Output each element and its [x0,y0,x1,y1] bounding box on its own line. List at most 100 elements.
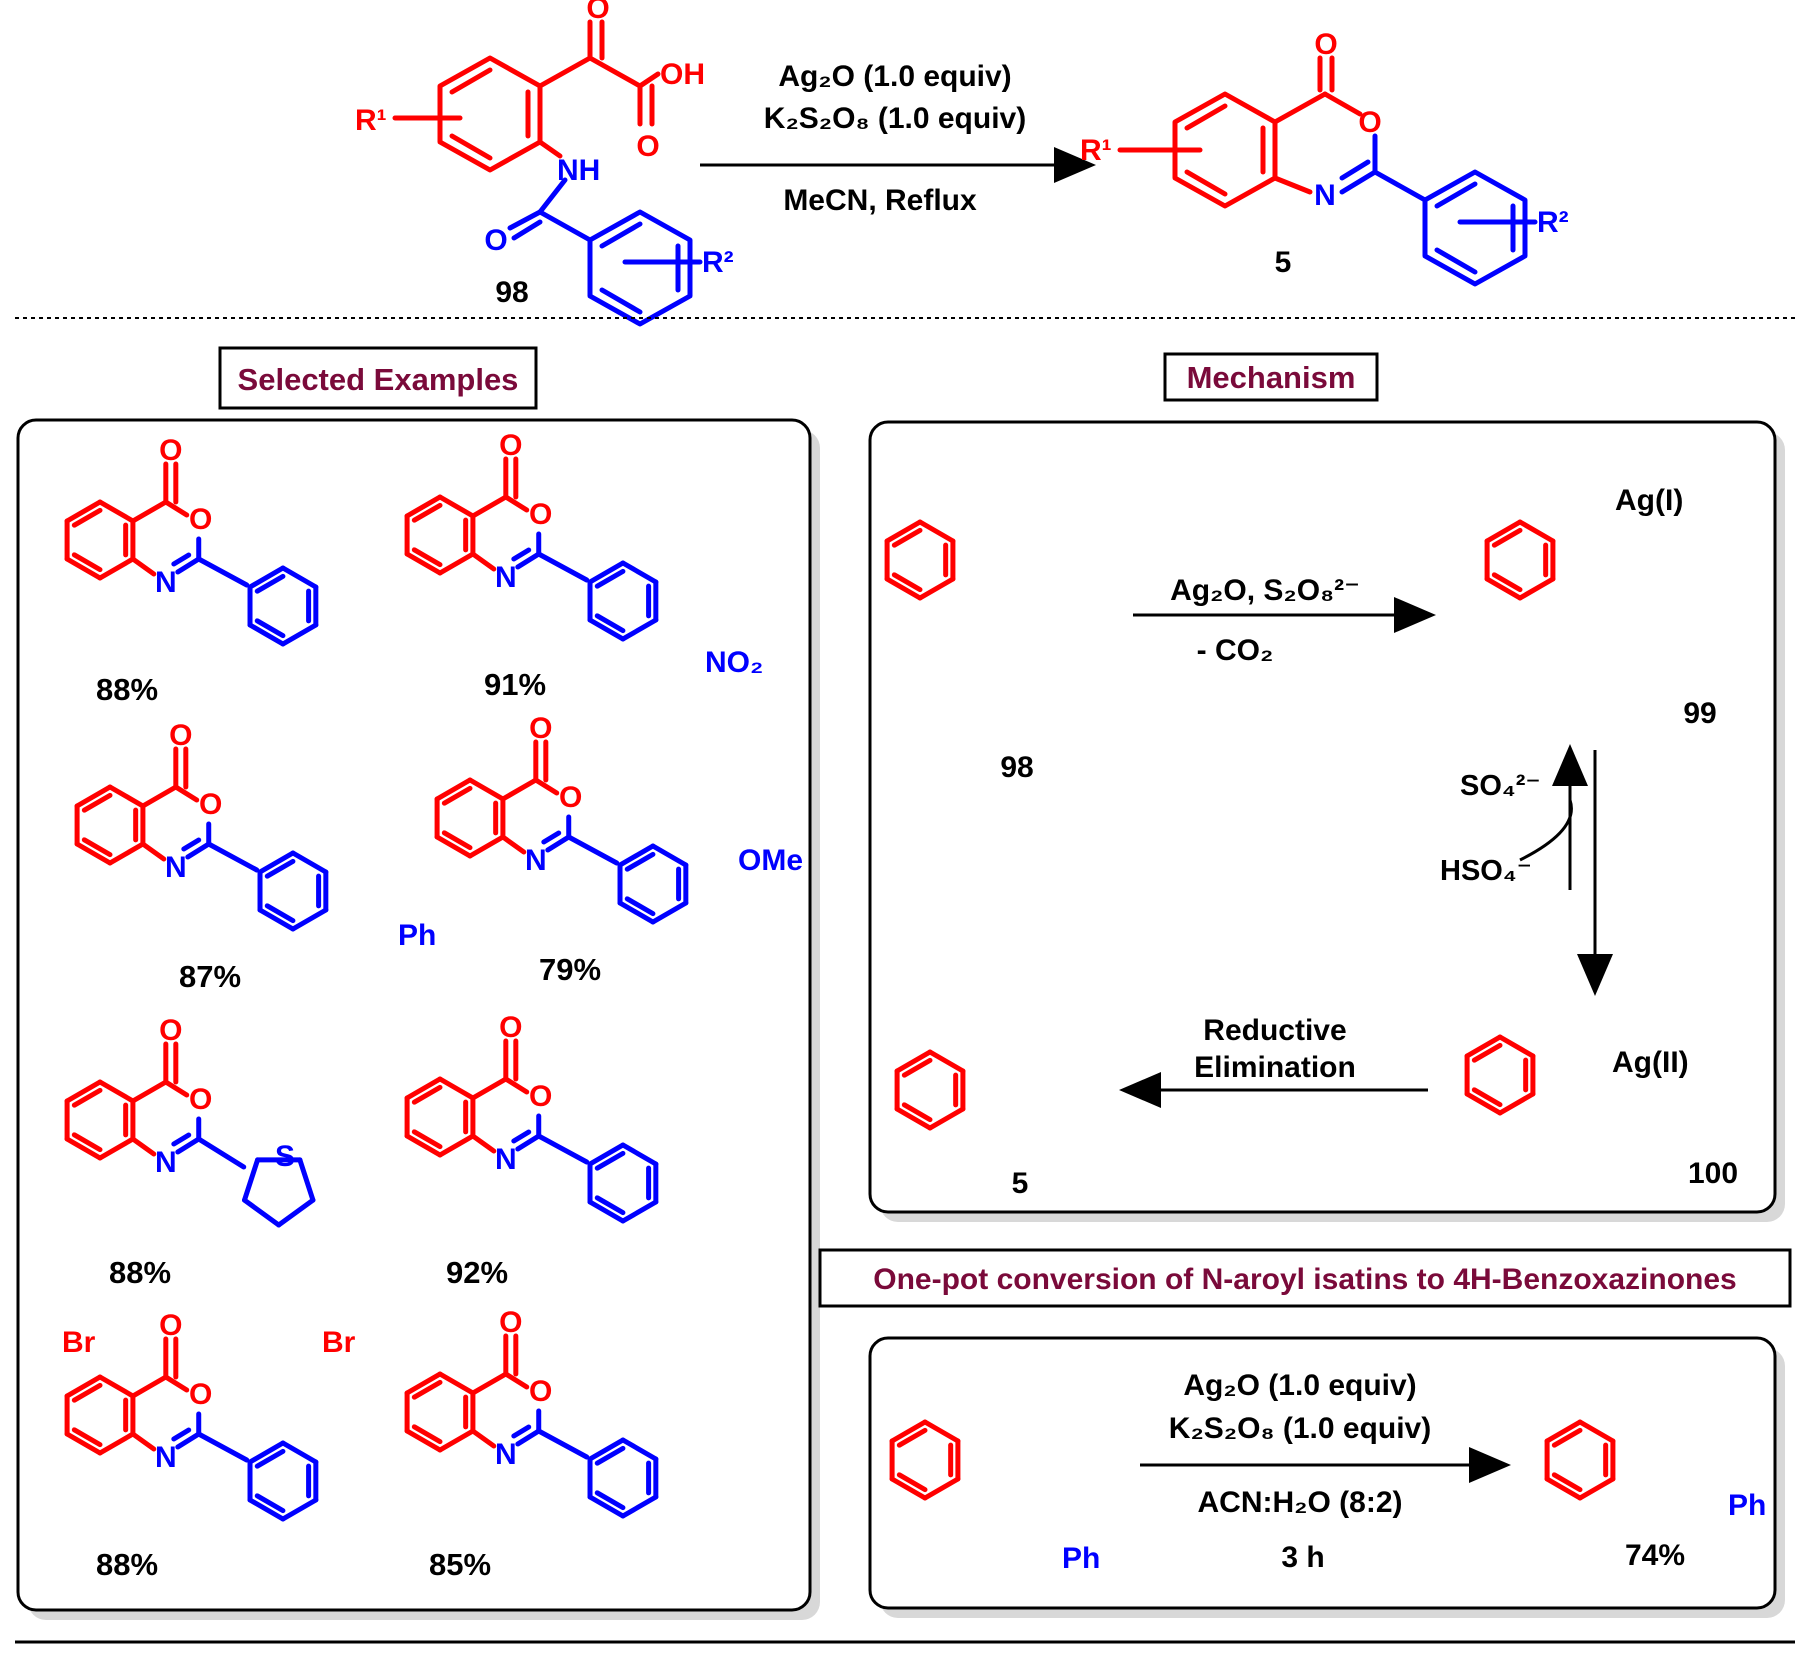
bond [624,896,656,917]
bond [1544,1419,1583,1444]
bond [171,1427,192,1442]
examples-box [16,418,812,1612]
substituent-r1: R¹ [1080,134,1112,167]
curved-arrow [1519,799,1573,862]
compound-label-98: 98 [495,276,528,309]
bond [500,834,527,855]
group-ph: Ph [398,919,436,952]
bond [467,777,506,802]
bond [620,1142,659,1167]
bond [894,1049,933,1074]
bond [891,527,923,548]
bond [467,834,506,859]
bond [64,499,103,524]
bond [894,1106,933,1131]
bond [163,1374,190,1393]
onepot-structures [889,1419,1616,1501]
bond [620,1199,659,1224]
group-ome: OMe [738,844,803,877]
svg-text:Mechanism: Mechanism [1187,360,1356,395]
bond [917,519,956,544]
bond [254,1493,286,1514]
bond [884,519,923,544]
bond [404,551,443,576]
atom-label: O [199,788,222,821]
bond [280,622,319,647]
bond [276,1197,316,1228]
bond [922,1419,961,1444]
bond [1471,1042,1503,1063]
bond [536,1133,590,1165]
header-starting-material-98: O OH O NH O R¹ R² 98 [355,0,734,327]
bond [1551,1427,1583,1448]
atom-label: O [189,503,212,536]
bond [185,841,212,860]
bond [901,1057,933,1078]
bond [927,1049,966,1074]
bond [280,565,319,590]
bond [884,576,923,601]
bond [536,1428,590,1460]
mechanism-structures [884,519,1556,1131]
bond [411,1424,443,1445]
bond [511,1129,532,1144]
bond [437,494,476,519]
atom-label: O [189,1378,212,1411]
bond [1517,576,1556,601]
atom-label: O [499,429,522,462]
atom-label: N [165,851,187,884]
bond [140,784,179,809]
atom-label: N [155,1146,177,1179]
mechanism-box [868,420,1777,1214]
sulfate-label: SO₄²⁻ [1460,770,1541,802]
bond [587,617,626,642]
onepot-ph-sm: Ph [1062,1542,1100,1575]
bond [617,900,656,925]
bond [503,494,530,513]
compound-label-100: 100 [1688,1157,1738,1190]
bond [587,560,626,585]
bond [247,565,286,590]
reductive-label: Reductive [1203,1014,1346,1047]
bond [896,1427,928,1448]
bond [587,1494,626,1519]
bond [1484,576,1523,601]
bond [620,1494,659,1519]
group-s: S [275,1140,295,1173]
bond [411,547,443,568]
bond [1497,1034,1536,1059]
atom-o: O [636,130,659,163]
bond [254,618,286,639]
svg-text:Selected Examples: Selected Examples [238,362,519,397]
bond [280,1440,319,1465]
metal-ag2: Ag(II) [1612,1046,1689,1079]
mechanism-compound [1464,1034,1536,1116]
bond [411,502,443,523]
bond [650,843,689,868]
example-compound: OON [64,1309,319,1522]
bond [257,907,296,932]
bond [620,617,659,642]
header-product-5: O O N R¹ R² 5 [1080,28,1569,287]
bond [470,551,497,572]
onepot-title: One-pot conversion of N-aroyl isatins to… [818,1248,1792,1308]
atom-label: N [495,1143,517,1176]
bond [1464,1034,1503,1059]
compound-label-5: 5 [1275,246,1292,279]
atom-o: O [1358,106,1381,139]
example-compound: OON [74,719,329,932]
bond [130,556,157,577]
atom-label: O [529,712,552,745]
onepot-reagent-1: Ag₂O (1.0 equiv) [1183,1369,1416,1402]
bond [889,1476,928,1501]
bond [624,851,656,872]
bond [541,830,562,845]
yield-label: 85% [429,1547,491,1582]
bond [247,1440,286,1465]
bond [896,1472,928,1493]
atom-label: O [499,1011,522,1044]
yield-label: 88% [96,672,158,707]
bond [71,1382,103,1403]
onepot-ph-prod: Ph [1728,1489,1766,1522]
